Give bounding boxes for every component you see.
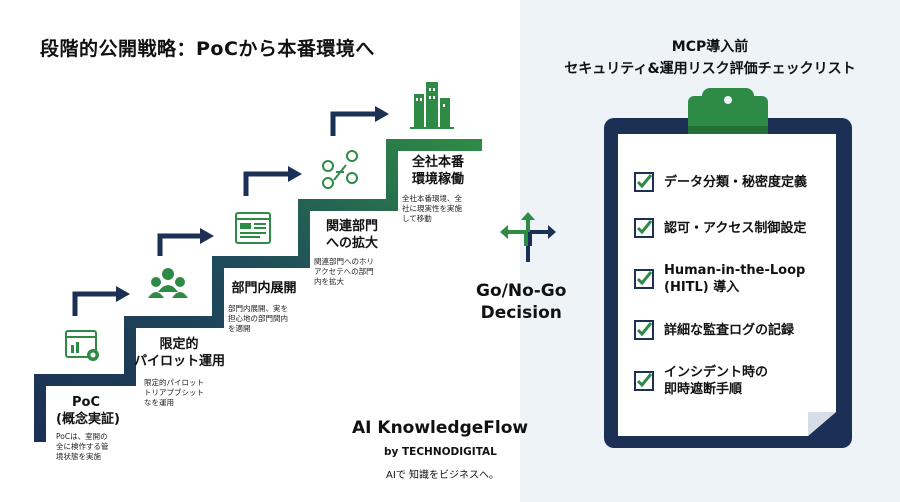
stage-label-related: 関連部門への拡大 [325, 219, 378, 251]
brand-tagline: AIで 知識をビジネスへ。 [386, 470, 499, 481]
step-arrow-3 [243, 171, 290, 196]
split-arrows-icon [500, 212, 556, 262]
brand-name: AI KnowledgeFlow [352, 418, 529, 438]
step-arrow-2 [157, 233, 202, 256]
checklist-item: 認可・アクセス制御設定 [634, 218, 806, 238]
group-icon [148, 268, 188, 298]
stage-label-enterprise: 全社本番環境稼働 [411, 155, 464, 187]
brand-by: by TECHNODIGITAL [384, 446, 497, 458]
staircase [34, 139, 482, 442]
stage-desc-enterprise: 全社本番環境、全社に現実性を実施して移動 [402, 194, 462, 223]
stage-label-pilot: 限定的パイロット運用 [134, 337, 226, 369]
checkbox-checked-icon [634, 172, 654, 192]
checklist-item: Human-in-the-Loop(HITL) 導入 [634, 262, 805, 296]
step-arrow-4 [330, 111, 377, 136]
stage-desc-related: 関連部門へのホリアクセテへの部門内を拡大 [314, 257, 374, 286]
step-arrow-1 [72, 291, 118, 316]
network-users-icon [322, 150, 358, 189]
stage-desc-poc: PoCは、室開の全に検作する管境状態を実施 [56, 432, 109, 461]
stage-label-dept: 部門内展開 [231, 281, 297, 296]
page-title: 段階的公開戦略：PoCから本番環境へ [40, 38, 375, 60]
stage-desc-pilot: 限定的パイロットトリアプブシットなを運用 [144, 378, 204, 407]
checkbox-checked-icon [634, 218, 654, 238]
checkbox-checked-icon [634, 320, 654, 340]
checklist-item: データ分類・秘密度定義 [634, 172, 807, 192]
gear-window-icon [65, 330, 99, 361]
buildings-icon [410, 82, 454, 129]
checkbox-checked-icon [634, 269, 654, 289]
checklist-item: 詳細な監査ログの記録 [634, 320, 794, 340]
checklist-item: インシデント時の即時遮断手順 [634, 364, 768, 398]
stage-desc-dept: 部門内展開、実を担心地の部門間内を適開 [228, 304, 288, 333]
stage-label-poc: PoC(概念実証) [56, 395, 120, 427]
checklist-title: MCP導入前 セキュリティ&運用リスク評価チェックリスト [564, 39, 856, 77]
clipboard [604, 88, 852, 448]
dashboard-window-icon [235, 212, 271, 244]
checkbox-checked-icon [634, 371, 654, 391]
